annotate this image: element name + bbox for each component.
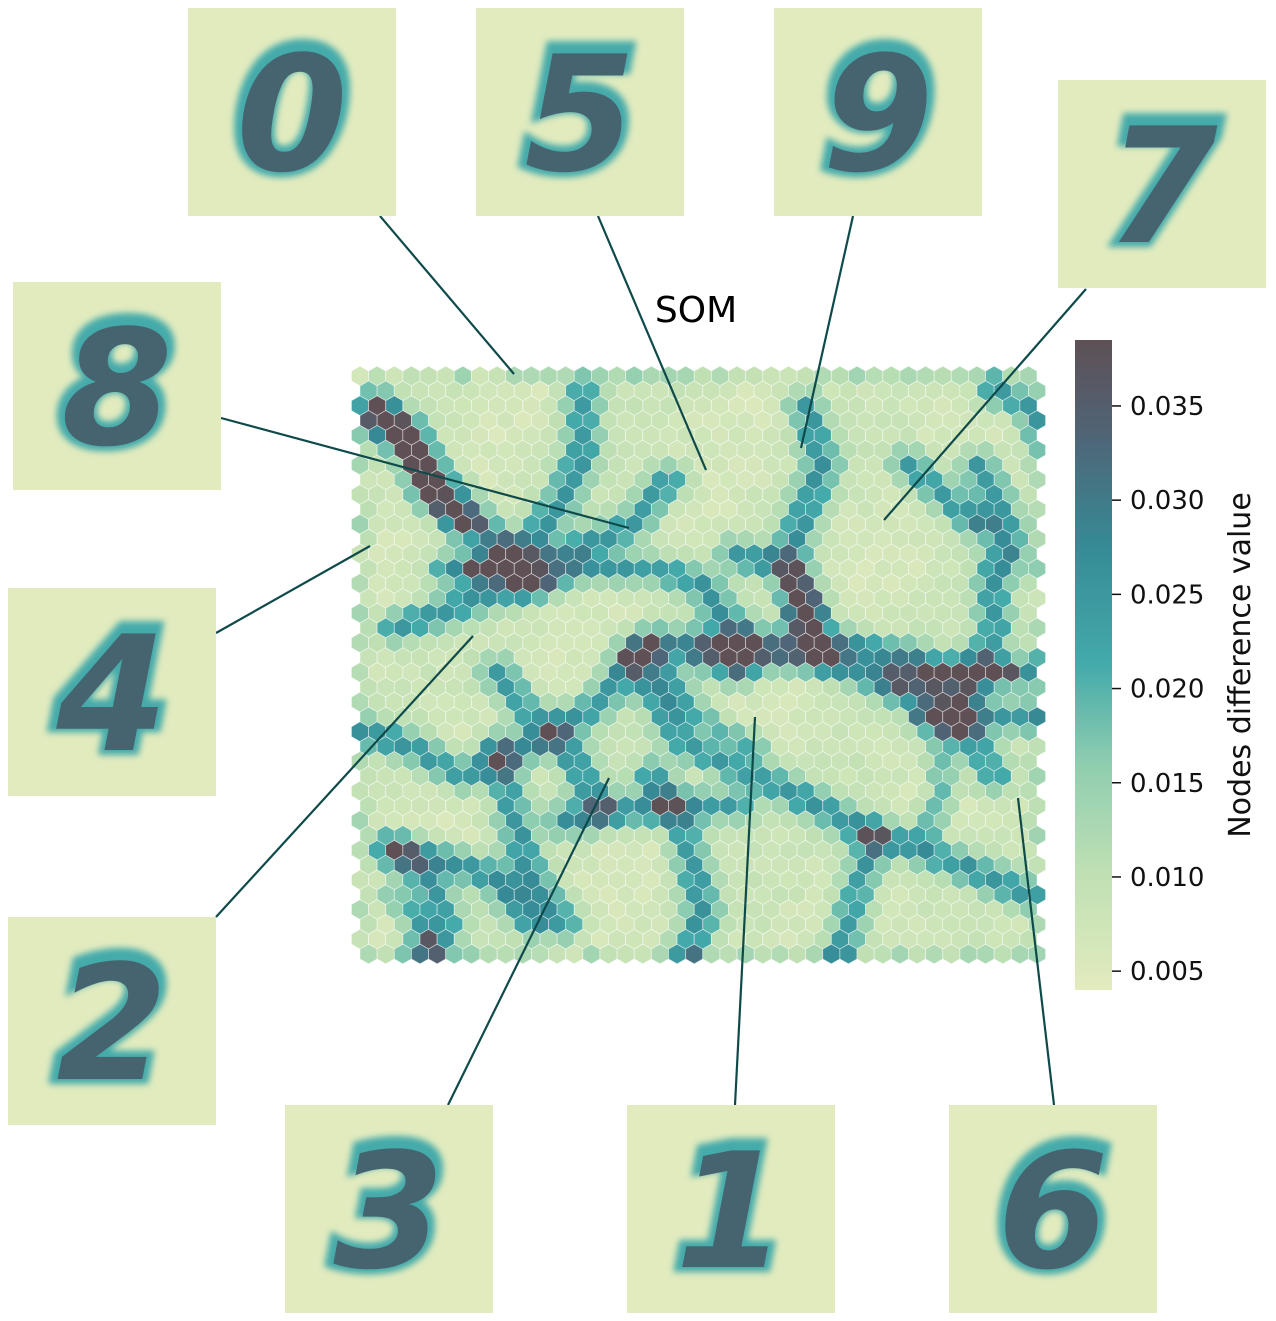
- colorbar-tick-label: 0.015: [1130, 769, 1204, 799]
- connector-line: [883, 288, 1087, 521]
- prototype-background: [774, 8, 982, 216]
- som-hex-grid: [351, 365, 1046, 965]
- connector-line: [1016, 797, 1056, 1106]
- prototype-digit-glow: 0: [233, 13, 351, 211]
- colorbar-tick-label: 0.030: [1130, 486, 1204, 516]
- prototype-image: 22: [8, 917, 216, 1125]
- prototype-digit: 1: [675, 1118, 786, 1305]
- prototype-digit: 9: [822, 21, 933, 208]
- prototype-image: 44: [8, 588, 216, 796]
- connector-line: [733, 716, 757, 1106]
- prototype-digit-glow: 4: [52, 593, 171, 791]
- prototype-image: 00: [188, 8, 396, 216]
- prototype-digit: 5: [524, 21, 635, 208]
- prototype-digit-glow: 1: [672, 1110, 790, 1308]
- connector-line: [220, 416, 630, 530]
- prototype-image: 77: [1058, 80, 1266, 288]
- prototype-digit: 6: [997, 1118, 1108, 1305]
- prototype-digit-glow: 6: [994, 1110, 1112, 1308]
- colorbar-label: Nodes difference value: [1223, 492, 1258, 838]
- prototype-image: 33: [285, 1105, 493, 1313]
- colorbar: 0.005 0.010 0.015 0.020 0.025 0.030 0.035 Node…: [1075, 340, 1258, 990]
- prototype-digit-glow: 2: [53, 922, 171, 1120]
- prototype-digit-glow: 7: [1103, 85, 1221, 283]
- connector-line: [215, 635, 474, 918]
- colorbar-tick-label: 0.020: [1130, 675, 1204, 705]
- prototype-digit-glow: 8: [58, 287, 176, 485]
- prototype-digit: 4: [55, 601, 167, 788]
- prototype-image: 88: [13, 282, 221, 490]
- prototype-digit-glow: 3: [330, 1110, 448, 1308]
- prototype-background: [13, 282, 221, 490]
- colorbar-ticks: 0.005 0.010 0.015 0.020 0.025 0.030 0.035: [1112, 392, 1204, 987]
- prototype-background: [8, 588, 216, 796]
- connector-line: [215, 545, 371, 634]
- prototype-image: 99: [774, 8, 982, 216]
- connector-line: [379, 215, 515, 375]
- prototype-background: [627, 1105, 835, 1313]
- prototype-image: 55: [476, 8, 684, 216]
- colorbar-tick-label: 0.025: [1130, 580, 1204, 610]
- prototype-digit: 2: [56, 930, 167, 1117]
- colorbar-tick-label: 0.010: [1130, 863, 1204, 893]
- prototype-image: 66: [949, 1105, 1157, 1313]
- colorbar-gradient: [1075, 340, 1112, 990]
- prototype-background: [949, 1105, 1157, 1313]
- digit-prototype-images: 00 55 99 77 88 44 22 33 11 66: [8, 8, 1266, 1313]
- prototype-digit-glow: 5: [521, 13, 639, 211]
- prototype-digit: 7: [1106, 93, 1218, 280]
- prototype-background: [8, 917, 216, 1125]
- connector-line: [799, 215, 855, 449]
- chart-title: SOM: [655, 290, 737, 331]
- prototype-digit: 0: [236, 21, 347, 208]
- prototype-digit: 8: [61, 295, 172, 482]
- colorbar-tick-label: 0.005: [1130, 957, 1204, 987]
- prototype-digit-glow: 9: [819, 13, 937, 211]
- connector-line: [447, 777, 610, 1106]
- connector-line: [596, 215, 708, 471]
- prototype-background: [1058, 80, 1266, 288]
- prototype-image: 11: [627, 1105, 835, 1313]
- prototype-background: [476, 8, 684, 216]
- prototype-digit: 3: [333, 1118, 444, 1305]
- prototype-connector-lines: [215, 215, 1087, 1106]
- prototype-background: [188, 8, 396, 216]
- colorbar-tick-label: 0.035: [1130, 392, 1204, 422]
- prototype-background: [285, 1105, 493, 1313]
